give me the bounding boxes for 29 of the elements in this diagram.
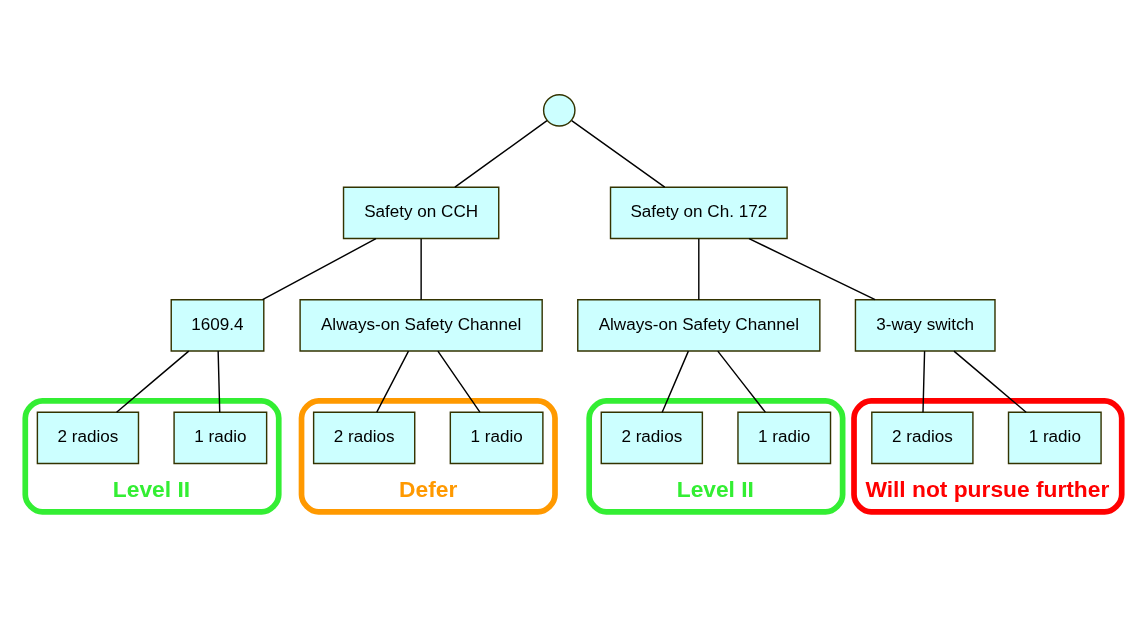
node-box: 1 radio [1007,411,1102,465]
node-box: 3-way switch [854,299,996,352]
node-box: 1 radio [737,411,832,465]
connector [661,350,690,413]
node-box: Always-on Safety Channel [299,299,543,352]
node-box: 1 radio [173,411,268,465]
node-box: 2 radios [36,411,140,465]
connector [217,350,221,413]
connector [437,350,481,413]
connector [454,119,548,188]
connector [115,350,190,413]
connector [953,350,1027,413]
connector [570,119,666,188]
connector [748,237,876,301]
connector [717,350,767,413]
node-box: 2 radios [871,411,974,465]
connector [698,237,700,301]
node-box: Safety on Ch. 172 [609,186,788,240]
connector [376,350,410,413]
node-box: 2 radios [312,411,416,465]
node-box: 1609.4 [170,299,265,352]
connector [922,350,926,413]
connector [261,237,377,301]
node-box: 2 radios [600,411,704,465]
connector [420,237,422,301]
node-circle [542,94,576,127]
node-box: Always-on Safety Channel [577,299,821,352]
node-box: Safety on CCH [342,186,500,240]
node-box: 1 radio [449,411,544,465]
